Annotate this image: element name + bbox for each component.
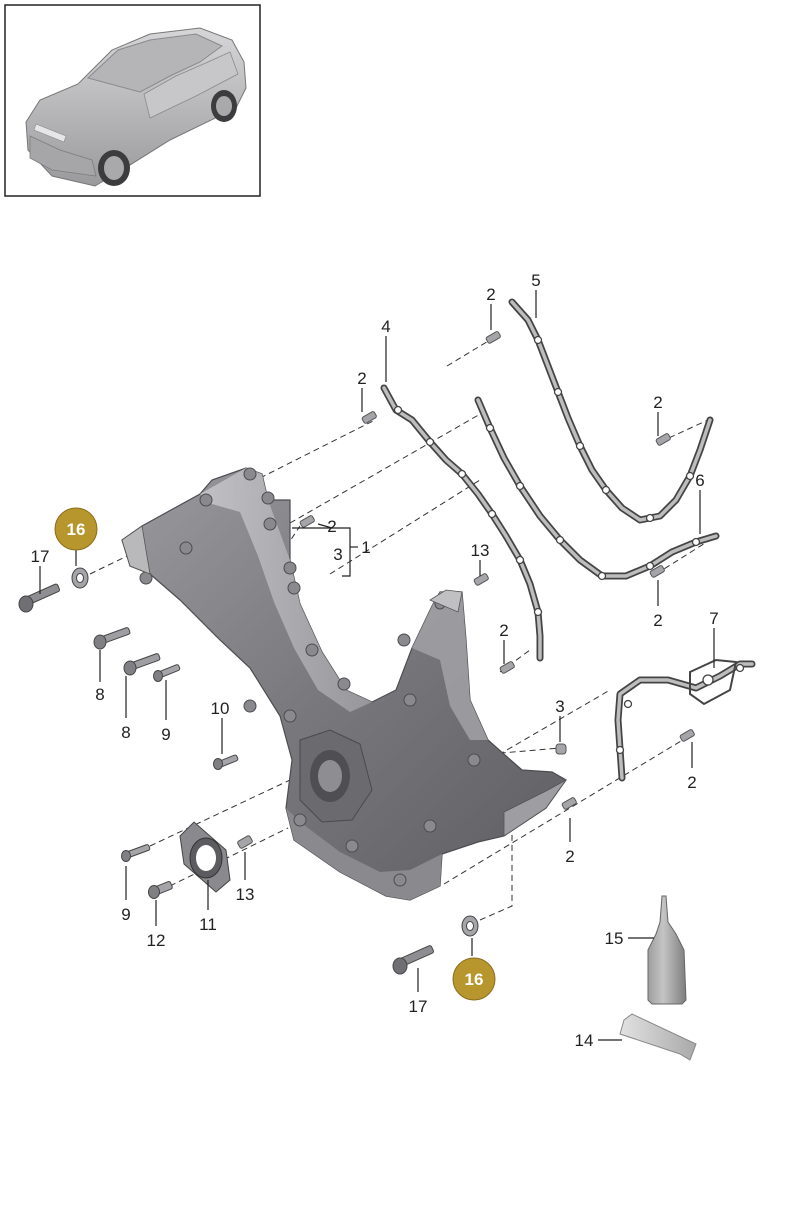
bolt-12 — [148, 881, 173, 899]
leader-lines — [39, 290, 715, 1041]
bolt-8-lower — [123, 653, 161, 676]
bolts — [18, 567, 479, 975]
callout-1: 1 — [361, 538, 370, 557]
callout-2: 2 — [653, 393, 662, 412]
car-suv-icon — [25, 27, 247, 187]
gasket-7 — [614, 658, 756, 782]
callout-14: 14 — [575, 1031, 594, 1050]
callout-6: 6 — [695, 471, 704, 490]
callout-9: 9 — [121, 905, 130, 924]
callout-9: 9 — [161, 725, 170, 744]
sealant-tube — [619, 1013, 697, 1061]
callout-10: 10 — [211, 699, 230, 718]
callout-2: 2 — [687, 773, 696, 792]
callout-2: 2 — [653, 611, 662, 630]
callout-3: 3 — [555, 697, 564, 716]
gasket-4 — [380, 384, 544, 662]
callout-17: 17 — [31, 547, 50, 566]
vehicle-thumbnail — [4, 4, 261, 197]
callout-12: 12 — [147, 931, 166, 950]
badge-16-text: 16 — [465, 970, 484, 989]
callout-2: 2 — [327, 517, 336, 536]
callout-2: 2 — [499, 621, 508, 640]
callout-5: 5 — [531, 271, 540, 290]
callout-2: 2 — [486, 285, 495, 304]
callout-17: 17 — [409, 997, 428, 1016]
bolt-9-upper — [153, 664, 181, 682]
bolt-10 — [213, 754, 239, 770]
callout-13: 13 — [471, 541, 490, 560]
timing-cover — [121, 467, 567, 901]
bolt-17-lower — [392, 945, 434, 975]
bolt-9-lower — [121, 844, 151, 862]
callout-13: 13 — [236, 885, 255, 904]
bolt-8-upper — [93, 627, 131, 650]
callout-labels: 2 5 4 2 2 6 2 3 1 13 2 2 7 17 8 8 9 10 3… — [31, 271, 719, 1050]
callout-7: 7 — [709, 609, 718, 628]
callout-4: 4 — [381, 317, 390, 336]
badge-16-lower: 16 — [452, 957, 496, 1001]
callout-8: 8 — [95, 685, 104, 704]
seal-flange — [179, 821, 231, 893]
callout-8: 8 — [121, 723, 130, 742]
callout-2: 2 — [565, 847, 574, 866]
gasket-5 — [508, 298, 714, 524]
badge-16-text: 16 — [67, 520, 86, 539]
badge-16-upper: 16 — [54, 507, 98, 551]
gasket-6 — [474, 396, 720, 581]
callout-15: 15 — [605, 929, 624, 948]
callout-11: 11 — [199, 915, 217, 934]
dowel-pins — [237, 331, 695, 849]
bolt-17-upper — [18, 583, 61, 613]
callout-3: 3 — [333, 545, 342, 564]
adhesive-bottle — [647, 895, 687, 1005]
callout-2: 2 — [357, 369, 366, 388]
